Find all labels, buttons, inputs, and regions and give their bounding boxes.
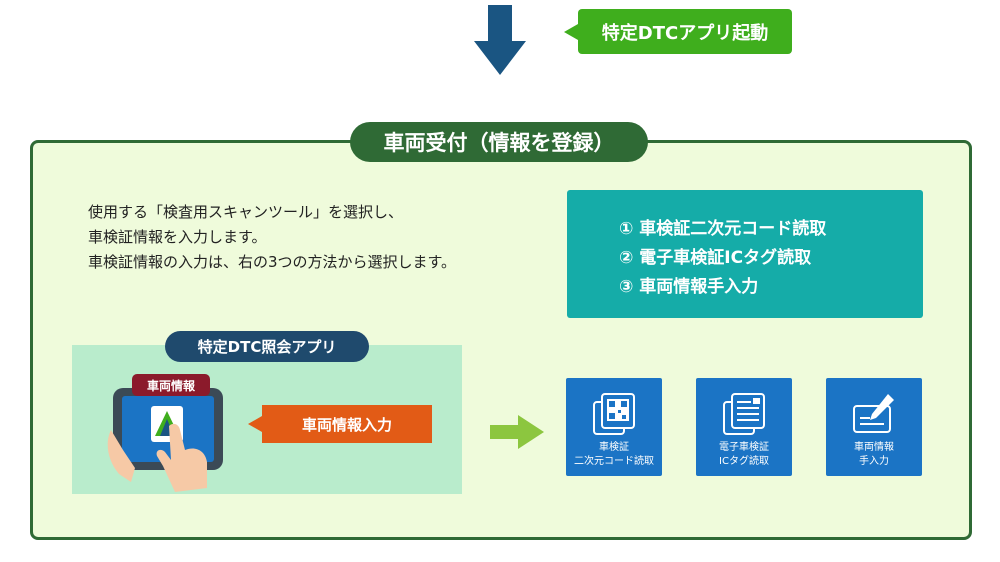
- card-label-line: 手入力: [859, 456, 889, 467]
- method-item: ② 電子車検証ICタグ読取: [619, 248, 812, 268]
- card-label-line: 二次元コード読取: [574, 456, 654, 467]
- card-label-line: 車両情報: [854, 442, 894, 453]
- vehicle-info-input-callout: 車両情報入力: [248, 405, 432, 443]
- start-app-label: 特定DTCアプリ起動: [601, 22, 769, 44]
- manual-entry-card: 車両情報 手入力: [826, 378, 922, 476]
- manual-entry-icon: [853, 394, 894, 433]
- qr-code-read-card: 車検証 二次元コード読取: [566, 378, 662, 476]
- input-methods-box: ① 車検証二次元コード読取 ② 電子車検証ICタグ読取 ③ 車両情報手入力: [567, 190, 923, 318]
- card-label-line: ICタグ読取: [719, 456, 769, 467]
- description-line: 車検証情報の入力は、右の3つの方法から選択します。: [88, 253, 457, 271]
- vehicle-reception-title: 車両受付（情報を登録）: [350, 122, 648, 162]
- vehicle-info-tag-text: 車両情報: [146, 378, 195, 393]
- flow-down-arrow: [474, 5, 526, 75]
- dtc-app-title-text: 特定DTC照会アプリ: [197, 338, 337, 356]
- method-item: ③ 車両情報手入力: [619, 277, 759, 297]
- card-label: 車検証 二次元コード読取: [566, 441, 662, 469]
- vehicle-reception-title-text: 車両受付（情報を登録）: [383, 131, 615, 155]
- input-methods-list: ① 車検証二次元コード読取 ② 電子車検証ICタグ読取 ③ 車両情報手入力: [619, 215, 826, 302]
- ic-tag-icon: [723, 393, 765, 435]
- qr-code-icon: [593, 393, 635, 435]
- card-label: 電子車検証 ICタグ読取: [696, 441, 792, 469]
- tablet-hand-icon: [107, 388, 223, 492]
- description-line: 使用する「検査用スキャンツール」を選択し、: [88, 203, 404, 221]
- card-label-line: 車検証: [599, 442, 629, 453]
- start-app-callout: 特定DTCアプリ起動: [564, 9, 792, 54]
- right-arrow-icon: [490, 415, 544, 449]
- description-text: 使用する「検査用スキャンツール」を選択し、 車検証情報を入力します。 車検証情報…: [88, 200, 456, 275]
- card-label: 車両情報 手入力: [826, 441, 922, 469]
- ic-tag-read-card: 電子車検証 ICタグ読取: [696, 378, 792, 476]
- dtc-app-title: 特定DTC照会アプリ: [165, 331, 369, 362]
- method-item: ① 車検証二次元コード読取: [619, 219, 827, 239]
- vehicle-info-tag: 車両情報: [132, 374, 210, 396]
- vehicle-info-input-text: 車両情報入力: [301, 415, 392, 434]
- card-label-line: 電子車検証: [719, 442, 769, 453]
- description-line: 車検証情報を入力します。: [88, 228, 267, 246]
